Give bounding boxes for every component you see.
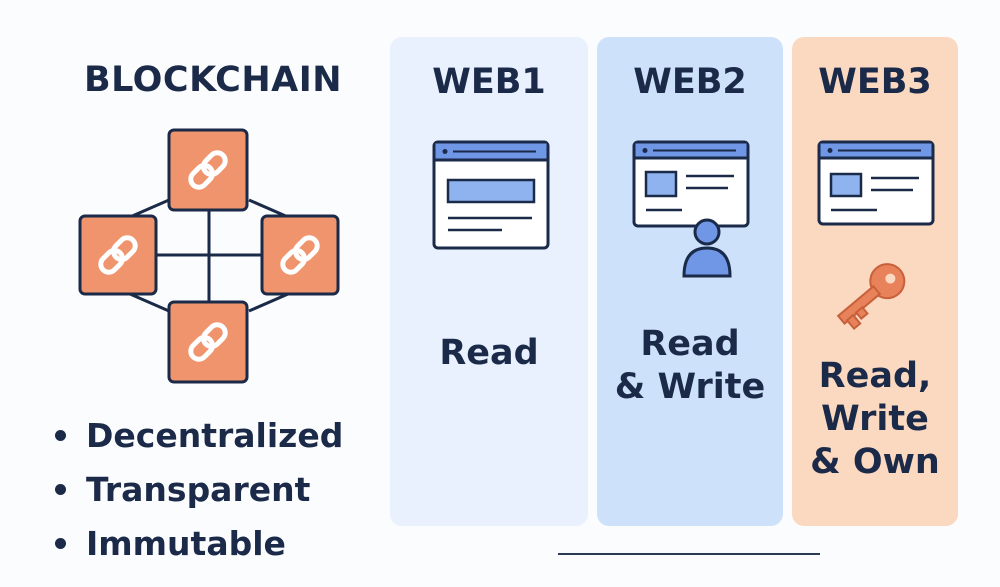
chain-link-icon (188, 150, 228, 190)
blockchain-network-diagram (78, 128, 340, 384)
feature-item: Immutable (55, 516, 343, 570)
caption-line: & Own (810, 442, 940, 482)
divider-line (558, 553, 820, 555)
web3-caption: Read, Write & Own (792, 355, 958, 484)
browser-window-with-user-icon (632, 140, 750, 278)
web3-column: WEB3 Read, Write & Own (792, 37, 958, 526)
block-top (167, 128, 249, 212)
web2-caption: Read & Write (597, 323, 783, 409)
caption-line: Write (821, 399, 929, 439)
web1-caption: Read (390, 332, 588, 375)
feature-label: Immutable (86, 523, 286, 563)
bullet-icon (55, 483, 66, 495)
feature-label: Decentralized (86, 415, 344, 455)
web2-column: WEB2 Read & Write (597, 37, 783, 526)
network-connections (129, 198, 289, 313)
caption-line: Read, (818, 356, 932, 396)
web3-title: WEB3 (818, 62, 932, 102)
block-bottom (167, 300, 249, 384)
block-right (260, 214, 340, 296)
web1-title: WEB1 (432, 62, 546, 102)
feature-item: Decentralized (55, 408, 343, 462)
caption-line: Read (439, 333, 539, 373)
caption-line: & Write (614, 367, 766, 407)
feature-item: Transparent (55, 462, 343, 516)
key-icon (836, 263, 906, 331)
blockchain-feature-list: Decentralized Transparent Immutable (55, 408, 343, 570)
chain-link-icon (98, 235, 138, 275)
blockchain-title: BLOCKCHAIN (83, 60, 343, 100)
browser-window-icon (817, 140, 935, 226)
feature-label: Transparent (86, 469, 311, 509)
chain-link-icon (188, 322, 228, 362)
caption-line: Read (640, 324, 740, 364)
bullet-icon (55, 429, 66, 441)
bullet-icon (55, 537, 66, 549)
chain-link-icon (280, 235, 320, 275)
web1-column: WEB1 Read (390, 37, 588, 526)
block-left (78, 214, 158, 296)
browser-window-icon (432, 140, 550, 250)
web2-title: WEB2 (633, 62, 747, 102)
